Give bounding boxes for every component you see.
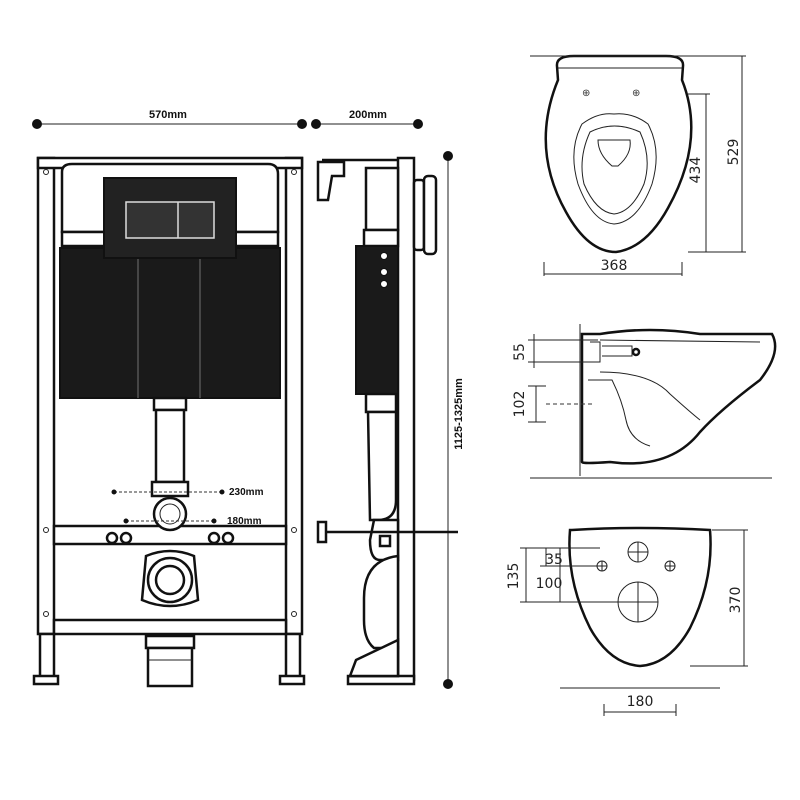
bowl-length-outer-label: 529 [726, 139, 742, 166]
side-view: 200mm 1125-1325mm [311, 109, 465, 689]
bowl-width-label: 368 [601, 258, 628, 274]
svg-text:⊕: ⊕ [632, 88, 640, 99]
depth-label: 200mm [349, 109, 387, 121]
bowl-side-dim-102: 102 [512, 391, 528, 418]
svg-text:⊕: ⊕ [582, 88, 590, 99]
back-height-label: 370 [728, 587, 744, 614]
cistern-side [355, 166, 400, 562]
support-rod [316, 520, 458, 548]
pipe-spacing-180: 180mm [227, 516, 262, 527]
pipe-spacing-230: 230mm [229, 487, 264, 498]
back-dim-100: 100 [536, 576, 563, 592]
drain-elbow [140, 549, 200, 688]
bowl-top-view: ⊕ ⊕ 368 434 529 [530, 54, 746, 276]
flush-buttons [125, 201, 215, 239]
back-dim-135: 135 [506, 563, 522, 590]
depth-dimension: 200mm [311, 109, 423, 129]
back-width-label: 180 [627, 694, 654, 710]
height-label: 1125-1325mm [453, 378, 465, 450]
pipe-spacing-dims: 230mm 180mm [111, 487, 264, 527]
front-view: 570mm [32, 109, 307, 688]
flush-pipe [150, 396, 190, 532]
side-frame [316, 156, 438, 686]
height-dimension: 1125-1325mm [443, 151, 465, 689]
width-dimension: 570mm [32, 109, 307, 129]
bowl-back-view: 35 100 135 370 180 [506, 526, 748, 716]
bowl-length-inner-label: 434 [688, 157, 704, 184]
cistern [59, 162, 281, 399]
width-label: 570mm [149, 109, 187, 121]
mounting-bolts [105, 531, 235, 545]
bowl-side-dim-55: 55 [512, 343, 528, 361]
drain-bend-side [348, 554, 400, 678]
back-dim-35: 35 [545, 552, 563, 568]
bowl-side-view: 55 102 [512, 324, 777, 479]
